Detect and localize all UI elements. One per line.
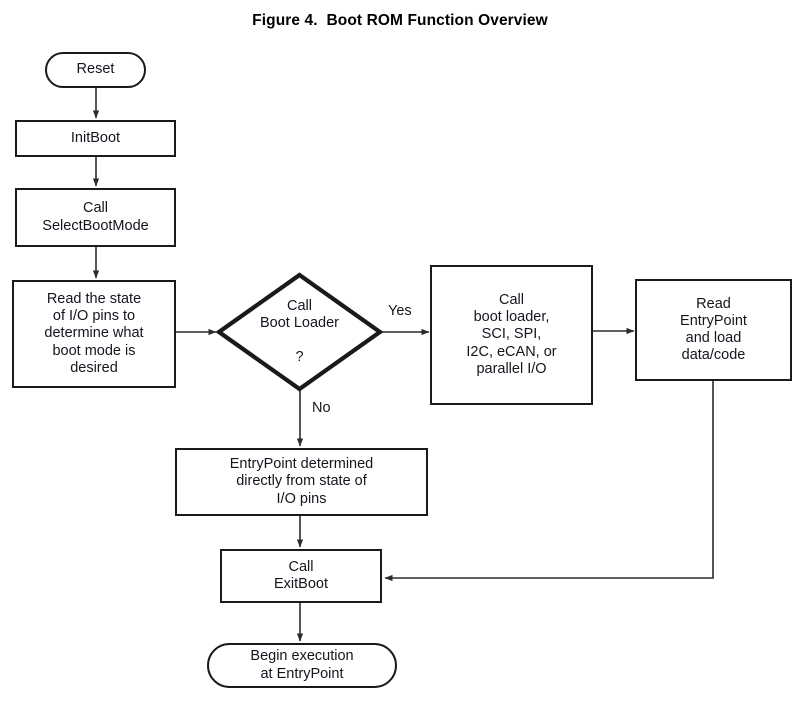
node-select-boot-mode-label: Call SelectBootMode bbox=[42, 200, 149, 234]
decision-diamond-shape bbox=[215, 272, 384, 392]
node-call-boot-loader-decision[interactable]: Call Boot Loader ? bbox=[215, 272, 384, 392]
node-reset[interactable]: Reset bbox=[45, 52, 146, 88]
node-init-boot[interactable]: InitBoot bbox=[15, 120, 176, 157]
node-entrypoint-from-pins-label: EntryPoint determined directly from stat… bbox=[229, 456, 374, 507]
node-call-boot-loader-decision-label: Call Boot Loader ? bbox=[259, 297, 339, 366]
node-exit-boot-label: Call ExitBoot bbox=[274, 558, 328, 592]
node-boot-loader-peripherals-label: Call boot loader, SCI, SPI, I2C, eCAN, o… bbox=[466, 292, 557, 377]
node-read-entrypoint-load[interactable]: Read EntryPoint and load data/code bbox=[635, 279, 792, 381]
edge-label-no: No bbox=[312, 400, 331, 416]
node-reset-label: Reset bbox=[76, 61, 115, 78]
node-read-io-pins[interactable]: Read the state of I/O pins to determine … bbox=[12, 280, 176, 388]
node-begin-execution[interactable]: Begin execution at EntryPoint bbox=[207, 643, 397, 688]
node-begin-execution-label: Begin execution at EntryPoint bbox=[250, 648, 354, 682]
node-init-boot-label: InitBoot bbox=[70, 129, 121, 146]
edge-label-yes: Yes bbox=[388, 303, 412, 319]
node-boot-loader-peripherals[interactable]: Call boot loader, SCI, SPI, I2C, eCAN, o… bbox=[430, 265, 593, 405]
figure-title: Figure 4. Boot ROM Function Overview bbox=[252, 12, 548, 29]
node-select-boot-mode[interactable]: Call SelectBootMode bbox=[15, 188, 176, 247]
edge-readentrypoint-to-exitboot bbox=[384, 381, 714, 582]
node-exit-boot[interactable]: Call ExitBoot bbox=[220, 549, 382, 603]
node-entrypoint-from-pins[interactable]: EntryPoint determined directly from stat… bbox=[175, 448, 428, 516]
node-read-entrypoint-load-label: Read EntryPoint and load data/code bbox=[680, 295, 747, 364]
node-read-io-pins-label: Read the state of I/O pins to determine … bbox=[44, 291, 144, 376]
